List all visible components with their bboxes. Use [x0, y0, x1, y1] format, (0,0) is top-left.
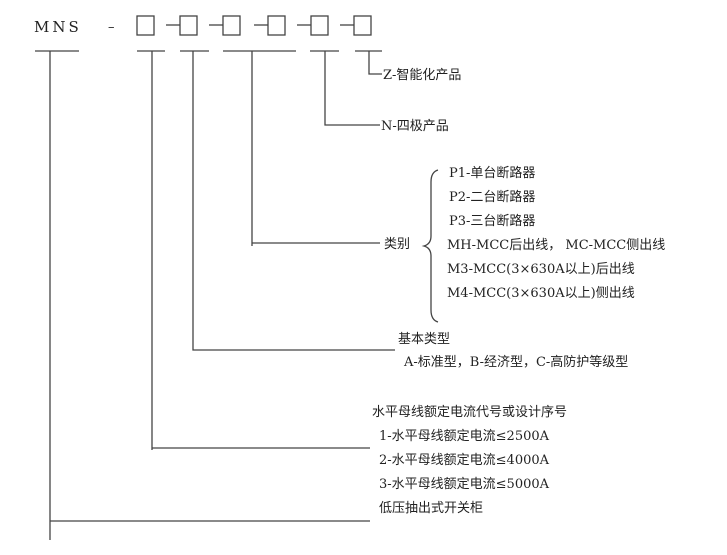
code-box-3 — [222, 15, 241, 36]
label-four-pole: N-四极产品 — [381, 119, 449, 134]
code-box-4 — [267, 15, 286, 36]
code-prefix: MNS — [34, 18, 82, 36]
code-box-1 — [136, 15, 155, 36]
code-box-5 — [310, 15, 329, 36]
code-separator: – — [108, 20, 115, 35]
category-item: P2-二台断路器 — [449, 189, 535, 205]
code-box-6 — [353, 15, 372, 36]
basic-type-title: 基本类型 — [398, 332, 450, 347]
category-title: 类别 — [384, 237, 410, 252]
code-boxes — [136, 15, 372, 36]
busbar-item: 3-水平母线额定电流≤5000A — [379, 477, 550, 492]
cabinet-label: 低压抽出式开关柜 — [379, 501, 483, 516]
label-intelligent: Z-智能化产品 — [383, 68, 461, 83]
category-item: P1-单台断路器 — [449, 165, 535, 181]
category-item: MH-MCC后出线， MC-MCC侧出线 — [447, 238, 665, 253]
basic-type-desc: A-标准型，B-经济型，C-高防护等级型 — [403, 354, 628, 370]
category-item: M3-MCC(3×630A以上)后出线 — [447, 262, 635, 277]
category-brace — [421, 169, 439, 323]
busbar-title: 水平母线额定电流代号或设计序号 — [372, 405, 567, 420]
code-box-2 — [179, 15, 198, 36]
category-item: M4-MCC(3×630A以上)侧出线 — [447, 286, 635, 301]
category-item: P3-三台断路器 — [449, 213, 535, 229]
leader-lines — [49, 51, 395, 540]
busbar-item: 1-水平母线额定电流≤2500A — [379, 429, 550, 444]
busbar-item: 2-水平母线额定电流≤4000A — [379, 453, 550, 468]
